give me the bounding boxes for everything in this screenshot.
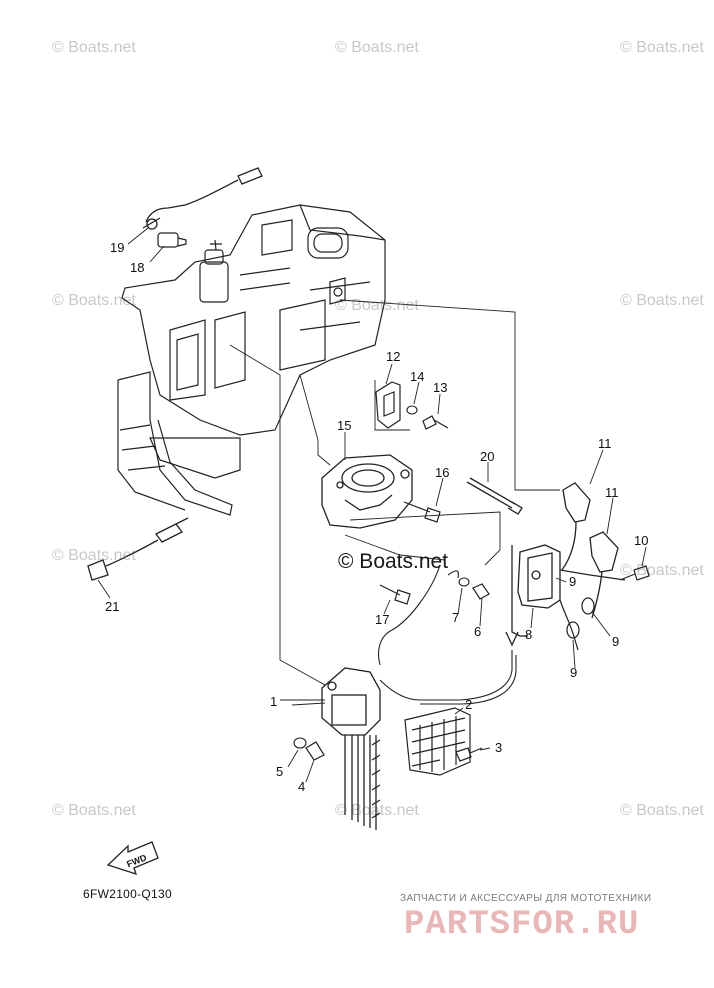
callout-9c: 9 — [570, 665, 577, 680]
callout-6: 6 — [474, 624, 481, 639]
callout-13: 13 — [433, 380, 447, 395]
callout-15: 15 — [337, 418, 351, 433]
watermark-text: © Boats.net — [335, 297, 419, 314]
callout-9a: 9 — [569, 574, 576, 589]
part-21-sensor — [87, 517, 189, 581]
engine-block — [117, 204, 386, 516]
callout-2: 2 — [465, 697, 472, 712]
part-19-sensor-cable — [142, 167, 263, 230]
part-16-bolt — [403, 501, 441, 523]
watermark-text: © Boats.net — [335, 39, 419, 56]
callout-7: 7 — [452, 610, 459, 625]
part-2-connector-block — [404, 707, 471, 776]
ground-wire — [377, 564, 459, 666]
wire-harness — [379, 650, 517, 705]
part-4-bolt — [305, 741, 325, 761]
watermarks: © Boats.net © Boats.net © Boats.net © Bo… — [52, 39, 704, 819]
watermark-text: © Boats.net — [52, 547, 136, 564]
callout-20: 20 — [480, 449, 494, 464]
callout-numbers: 1 2 3 4 5 6 7 8 9 9 9 10 11 11 12 13 14 … — [105, 240, 648, 794]
watermark-text: © Boats.net — [620, 292, 704, 309]
callout-12: 12 — [386, 349, 400, 364]
callout-leaders — [97, 227, 647, 783]
callout-18: 18 — [130, 260, 144, 275]
callout-16: 16 — [435, 465, 449, 480]
watermark-text: © Boats.net — [52, 292, 136, 309]
part-14-washer — [406, 405, 418, 415]
callout-4: 4 — [298, 779, 305, 794]
part-11-plug-caps — [561, 482, 619, 619]
watermark-text: © Boats.net — [620, 39, 704, 56]
watermark-text-center: © Boats.net — [338, 550, 448, 573]
part-12-bracket — [375, 381, 401, 429]
part-13-bolt — [422, 415, 449, 430]
part-7-washer — [458, 577, 470, 587]
brand-tagline: ЗАПЧАСТИ И АКСЕССУАРЫ ДЛЯ МОТОТЕХНИКИ — [400, 893, 652, 904]
part-10-bolt — [619, 565, 650, 581]
part-9-grommets — [559, 597, 595, 651]
callout-10: 10 — [634, 533, 648, 548]
part-3-screw — [455, 747, 483, 762]
watermark-text: © Boats.net — [620, 562, 704, 579]
callout-5: 5 — [276, 764, 283, 779]
callout-17: 17 — [375, 612, 389, 627]
watermark-text: © Boats.net — [52, 802, 136, 819]
callout-21: 21 — [105, 599, 119, 614]
part-6-bolt — [472, 583, 490, 600]
callout-8: 8 — [525, 627, 532, 642]
watermark-text: © Boats.net — [620, 802, 704, 819]
callout-19: 19 — [110, 240, 124, 255]
part-8-ignition-coil — [505, 544, 626, 647]
part-15-bracket — [321, 454, 413, 529]
part-17-bolt — [379, 584, 411, 605]
leader-lines — [229, 299, 560, 701]
callout-14: 14 — [410, 369, 424, 384]
callout-3: 3 — [495, 740, 502, 755]
callout-11b: 11 — [605, 485, 619, 500]
watermark-text: © Boats.net — [52, 39, 136, 56]
watermark-text: © Boats.net — [335, 802, 419, 819]
callout-9b: 9 — [612, 634, 619, 649]
callout-11a: 11 — [598, 436, 612, 451]
callout-1: 1 — [270, 694, 277, 709]
diagram-code: 6FW2100-Q130 — [83, 887, 172, 901]
part-1-cdi-unit — [321, 667, 381, 830]
part-18-switch — [157, 232, 187, 248]
part-5-washer — [293, 737, 307, 749]
brand-logo: PARTSFOR.RU — [404, 906, 640, 944]
part-20-cable-tie — [466, 477, 523, 515]
fwd-arrow-icon: FWD — [106, 841, 159, 876]
